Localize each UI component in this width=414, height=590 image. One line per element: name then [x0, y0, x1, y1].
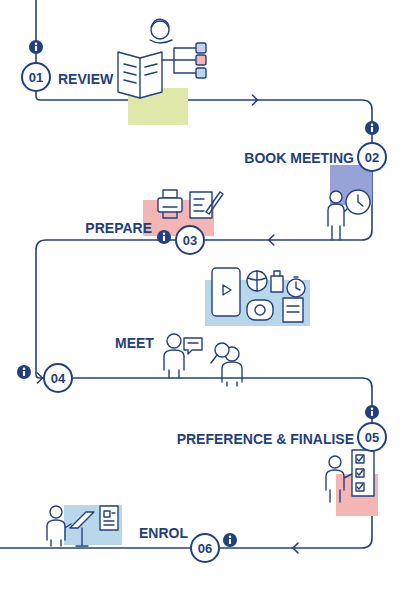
step-circle: 01REVIEW: [21, 62, 51, 92]
step-circle: MEET04: [43, 363, 73, 393]
connector: [73, 378, 377, 422]
meet-illustration: [164, 334, 242, 386]
step-circle: PREFERENCE & FINALISE05: [357, 422, 387, 452]
step-label: ENROL: [139, 525, 188, 541]
step-label: MEET: [115, 335, 154, 351]
step-label: REVIEW: [58, 71, 113, 87]
step-label: BOOK MEETING: [244, 150, 354, 166]
step-number: 05: [365, 431, 379, 444]
connector: [36, 92, 372, 142]
step-number: 02: [365, 151, 379, 164]
enrol-illustration: [47, 505, 122, 546]
meeting-illustration: [328, 165, 372, 240]
items-illustration: [205, 268, 310, 326]
step-circle: PREPARE03: [175, 225, 205, 255]
checklist-illustration: [326, 450, 378, 516]
step-number: 06: [198, 542, 212, 555]
step-number: 01: [29, 71, 43, 84]
connector-line: [73, 378, 372, 422]
step-number: 04: [51, 372, 65, 385]
info-icons: [17, 40, 379, 547]
step-label: PREFERENCE & FINALISE: [177, 431, 354, 447]
review-illustration: [118, 19, 206, 125]
arrowhead: [38, 373, 43, 383]
exit-line: [0, 547, 190, 549]
step-label: PREPARE: [85, 220, 152, 236]
connector: [36, 240, 175, 383]
step-circle: ENROL06: [190, 533, 220, 563]
arrowhead: [269, 235, 274, 245]
arrowhead: [252, 95, 257, 105]
connector-line: [36, 92, 372, 142]
step-circle: BOOK MEETING02: [357, 142, 387, 172]
arrowhead: [293, 543, 298, 553]
connector-line: [36, 240, 175, 378]
step-number: 03: [183, 234, 197, 247]
